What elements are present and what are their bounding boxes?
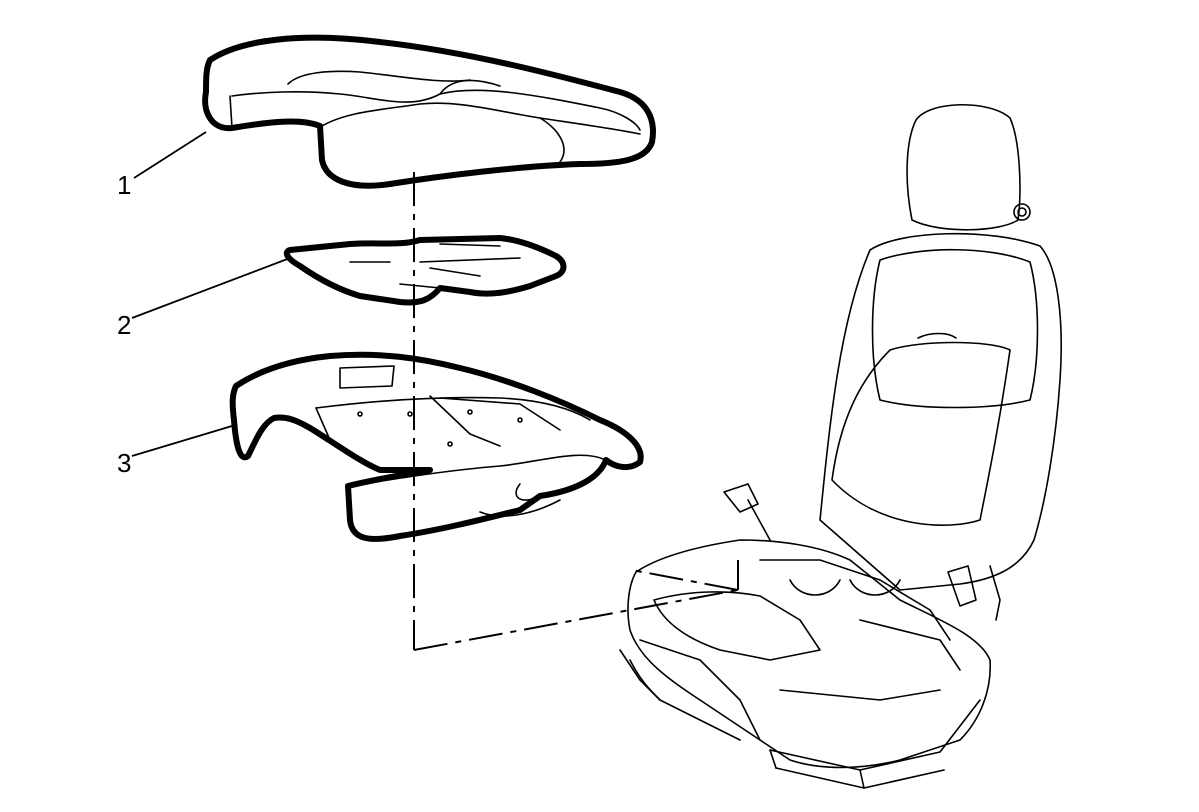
callout-label-2: 2 xyxy=(117,310,131,340)
part-1-seat-cushion-cover xyxy=(202,34,656,189)
callout-leaders xyxy=(131,131,291,457)
seat-assembly xyxy=(619,103,1062,789)
part-3-seat-cushion-pad xyxy=(229,351,644,542)
leader-2 xyxy=(131,257,291,319)
callout-label-3: 3 xyxy=(117,448,131,478)
callout-label-1: 1 xyxy=(117,170,131,200)
leader-1 xyxy=(133,131,207,179)
assembly-centerline xyxy=(413,172,739,651)
part-2-heater-pad xyxy=(283,235,567,306)
leader-3 xyxy=(131,425,233,457)
